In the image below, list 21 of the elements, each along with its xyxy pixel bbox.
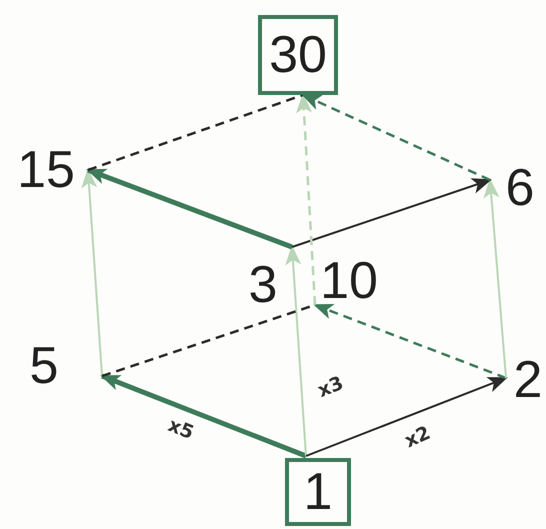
connector-line bbox=[88, 94, 304, 172]
arrow bbox=[306, 377, 508, 457]
edge-label: x2 bbox=[402, 424, 434, 452]
number-label: 10 bbox=[318, 254, 380, 308]
number-label: 5 bbox=[24, 338, 64, 394]
edge-label: x5 bbox=[165, 416, 196, 444]
number-label: 15 bbox=[14, 142, 78, 198]
edge-label: x3 bbox=[315, 374, 346, 402]
arrow bbox=[313, 304, 506, 380]
number-box: 1 bbox=[285, 458, 351, 526]
arrow bbox=[86, 168, 293, 250]
number-box: 30 bbox=[258, 15, 338, 95]
arrow bbox=[483, 178, 507, 378]
arrow bbox=[301, 94, 491, 182]
arrow bbox=[100, 374, 307, 458]
arrow bbox=[81, 168, 103, 376]
arrow bbox=[292, 178, 492, 248]
number-label: 6 bbox=[500, 160, 540, 216]
number-label: 2 bbox=[510, 352, 546, 408]
arrow bbox=[285, 245, 307, 456]
number-label: 3 bbox=[243, 258, 283, 312]
